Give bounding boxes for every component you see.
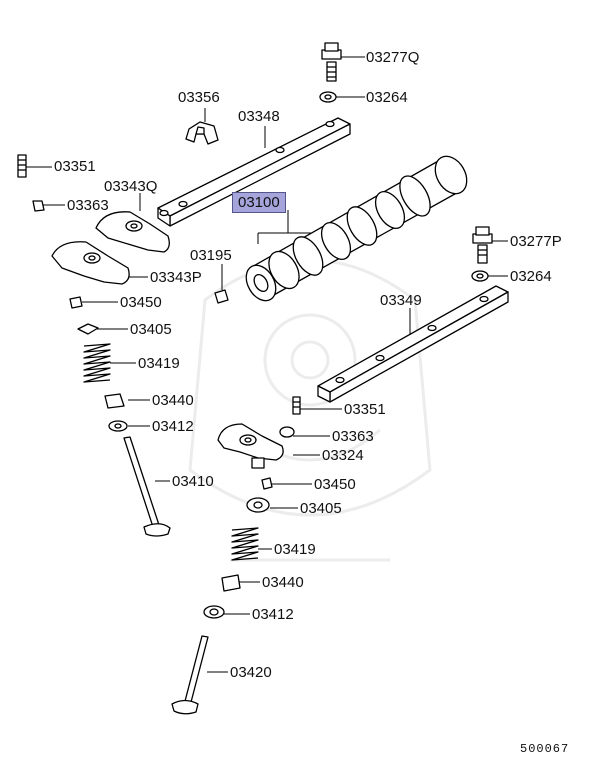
label-bolt-top: 03277Q — [366, 49, 420, 66]
seat-upper — [77, 323, 99, 335]
camshaft — [245, 155, 468, 302]
retainer-lower — [221, 574, 241, 592]
label-retainer-upper: 03440 — [152, 392, 194, 409]
washer-top — [319, 91, 337, 103]
label-seat-lower: 03405 — [300, 500, 342, 517]
label-shaft-lower: 03349 — [380, 292, 422, 309]
lash-adjuster-lower — [261, 477, 273, 490]
label-keeper-lower: 03412 — [252, 606, 294, 623]
label-keeper-upper: 03412 — [152, 418, 194, 435]
cap-lower — [279, 426, 295, 438]
label-washer-right: 03264 — [510, 268, 552, 285]
label-spring-lower: 03419 — [274, 541, 316, 558]
label-adjuster-lower: 03351 — [344, 401, 386, 418]
adjuster-lower — [292, 396, 301, 415]
label-adjuster-upper: 03351 — [54, 158, 96, 175]
diagram-ref-number: 500067 — [520, 742, 570, 756]
spring-lower — [231, 527, 259, 561]
rocker-shaft-lower — [317, 285, 509, 403]
rocker-arm-q — [95, 211, 170, 253]
exhaust-valve — [171, 635, 209, 715]
label-washer-top: 03264 — [366, 89, 408, 106]
label-cap-upper: 03363 — [67, 197, 109, 214]
bolt-right — [472, 226, 493, 264]
label-lash-lower: 03450 — [314, 476, 356, 493]
lash-adjuster-upper — [69, 296, 83, 309]
cap-upper — [32, 200, 45, 212]
keeper-upper — [108, 420, 128, 432]
label-seat-upper: 03405 — [130, 321, 172, 338]
rocker-arm-lower — [217, 423, 284, 469]
adjuster-upper — [17, 154, 27, 178]
label-rocker-q: 03343Q — [104, 178, 158, 195]
label-spring-upper: 03419 — [138, 355, 180, 372]
label-camshaft: 03100 — [232, 192, 286, 213]
label-rocker-lower: 03324 — [322, 447, 364, 464]
washer-right — [471, 270, 489, 282]
rocker-shaft-upper — [157, 117, 351, 227]
label-cap-lower: 03363 — [332, 428, 374, 445]
clip — [185, 121, 219, 145]
label-bolt-right: 03277P — [510, 233, 562, 250]
rocker-arm-p — [51, 241, 130, 285]
label-exhaust-valve: 03420 — [230, 664, 272, 681]
label-shaft-upper: 03348 — [238, 108, 280, 125]
label-rocker-p: 03343P — [150, 269, 202, 286]
spring-upper — [83, 343, 111, 383]
keeper-lower — [203, 605, 225, 619]
intake-valve — [123, 436, 171, 537]
label-clip: 03356 — [178, 89, 220, 106]
label-lash-upper: 03450 — [120, 294, 162, 311]
bolt-top — [321, 42, 342, 82]
dowel-pin — [214, 289, 229, 304]
label-dowel: 03195 — [190, 247, 232, 264]
retainer-upper — [104, 393, 125, 409]
label-intake-valve: 03410 — [172, 473, 214, 490]
label-retainer-lower: 03440 — [262, 574, 304, 591]
seat-lower — [246, 497, 270, 513]
